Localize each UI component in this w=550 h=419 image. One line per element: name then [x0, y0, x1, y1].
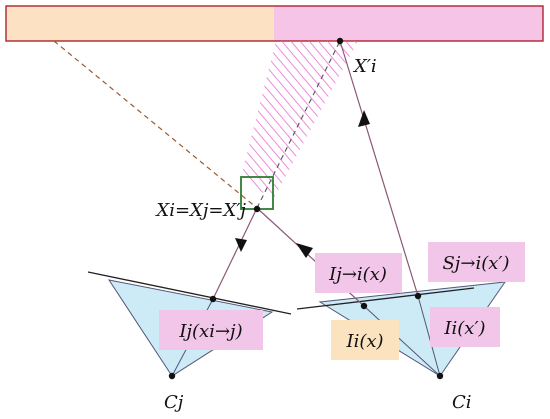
box-i-j-to-i: Ij→i(x) [328, 264, 387, 285]
image-strip-right [274, 6, 543, 41]
label-c-i: Ci [452, 392, 472, 413]
box-s-j-to-i-bg [428, 242, 525, 282]
point-x-i-prime [336, 37, 344, 45]
box-i-j-to-i-bg [315, 253, 402, 293]
arrowhead-down [235, 238, 247, 252]
point-x [253, 205, 261, 213]
box-s-j-to-i: Sj→i(x′) [442, 253, 509, 274]
box-i-j-x-i-to-j: Ij(xi→j) [178, 321, 242, 342]
camera-i-ray-inner-2 [363, 305, 441, 377]
ray-x-to-cj [212, 207, 258, 300]
camera-i-ray-inner-1 [417, 295, 441, 377]
dashed-ray-center [256, 40, 341, 209]
arrowhead-left [296, 243, 313, 258]
point-ci [436, 372, 444, 380]
box-i-i-x-bg [331, 320, 399, 360]
image-strip-left [6, 6, 274, 41]
arrowhead-up [358, 110, 370, 127]
image-plane-i [296, 287, 475, 310]
label-x-equal: Xi=Xj=X′j [154, 200, 246, 221]
point-pi-x-prime [414, 292, 422, 300]
label-x-i-prime: X′i [352, 56, 377, 77]
box-i-j-x-i-to-j-bg [159, 310, 263, 350]
point-pj [209, 295, 217, 303]
label-c-j: Cj [164, 392, 184, 413]
ray-ci-to-x-i-prime [339, 40, 419, 297]
image-plane-j [87, 271, 292, 315]
hatched-frustum [241, 41, 358, 200]
dashed-ray-left [53, 40, 258, 209]
image-strip-border [5, 5, 544, 42]
box-i-i-x: Ii(x) [345, 331, 383, 352]
point-pi-x [360, 302, 368, 310]
box-i-i-x-prime: Ii(x′) [443, 318, 485, 339]
point-cj [168, 372, 176, 380]
box-i-i-x-prime-bg [430, 307, 500, 347]
